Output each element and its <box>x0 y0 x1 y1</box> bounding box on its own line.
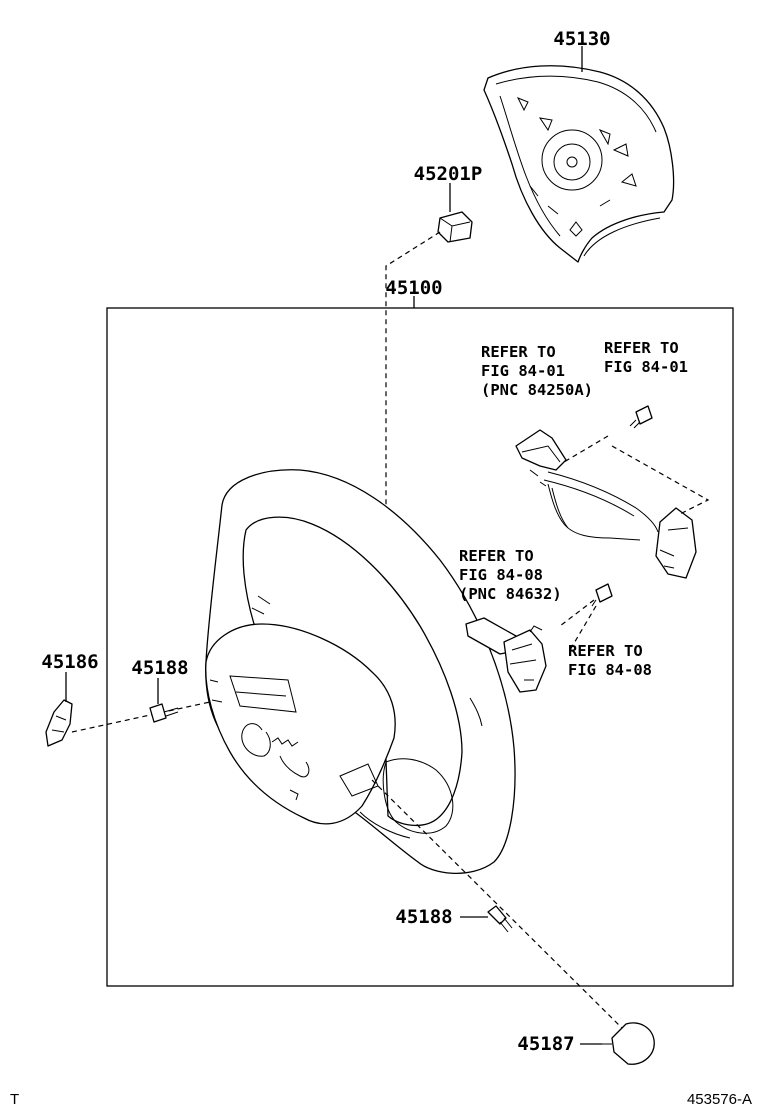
dashed-line-84632-1 <box>559 599 595 627</box>
dashed-line-nut <box>385 231 441 680</box>
ref4-line1: REFER TO <box>568 642 643 660</box>
ref3-line3: (PNC 84632) <box>459 585 562 603</box>
cover-45186[interactable] <box>45 699 73 747</box>
callout-ref-84-08: REFER TO FIG 84-08 <box>568 642 652 679</box>
callout-ref-84-08-pnc: REFER TO FIG 84-08 (PNC 84632) <box>459 547 562 603</box>
ref1-line1: REFER TO <box>481 343 556 361</box>
part-number-45201p: 45201P <box>414 163 483 185</box>
callout-ref-84-01: REFER TO FIG 84-01 <box>604 339 688 376</box>
steering-wheel-45100[interactable] <box>205 469 516 874</box>
ref2-line1: REFER TO <box>604 339 679 357</box>
assembly-frame <box>106 307 734 987</box>
part-number-45186: 45186 <box>41 651 98 673</box>
part-number-45130: 45130 <box>553 28 610 50</box>
dashed-line-45186 <box>71 701 211 733</box>
ref1-line2: FIG 84-01 <box>481 362 565 380</box>
part-number-45188-lower: 45188 <box>395 906 452 928</box>
ref3-line1: REFER TO <box>459 547 534 565</box>
dashed-line-switch-2 <box>611 445 710 515</box>
cover-45187[interactable] <box>602 1022 655 1065</box>
screw-84-01[interactable] <box>629 405 653 429</box>
part-number-45187: 45187 <box>517 1033 574 1055</box>
screw-84-08[interactable] <box>591 583 613 607</box>
switch-84632[interactable] <box>465 617 547 693</box>
ref1-line3: (PNC 84250A) <box>481 381 593 399</box>
airbag-pad-45130[interactable] <box>483 65 675 263</box>
part-number-45100: 45100 <box>385 277 442 299</box>
ref4-line2: FIG 84-08 <box>568 661 652 679</box>
footer-left-mark: T <box>10 1091 19 1108</box>
ref2-line2: FIG 84-01 <box>604 358 688 376</box>
screw-45188-upper[interactable] <box>149 703 179 723</box>
paddle-switch-84250a[interactable] <box>515 429 697 579</box>
callout-ref-84-01-pnc: REFER TO FIG 84-01 (PNC 84250A) <box>481 343 593 399</box>
part-number-45188-upper: 45188 <box>131 657 188 679</box>
figure-id: 453576-A <box>687 1091 752 1108</box>
ref3-line2: FIG 84-08 <box>459 566 543 584</box>
screw-45188-lower[interactable] <box>487 905 513 933</box>
dashed-line-switch-1 <box>563 435 609 463</box>
nut-45201p[interactable] <box>437 211 473 243</box>
